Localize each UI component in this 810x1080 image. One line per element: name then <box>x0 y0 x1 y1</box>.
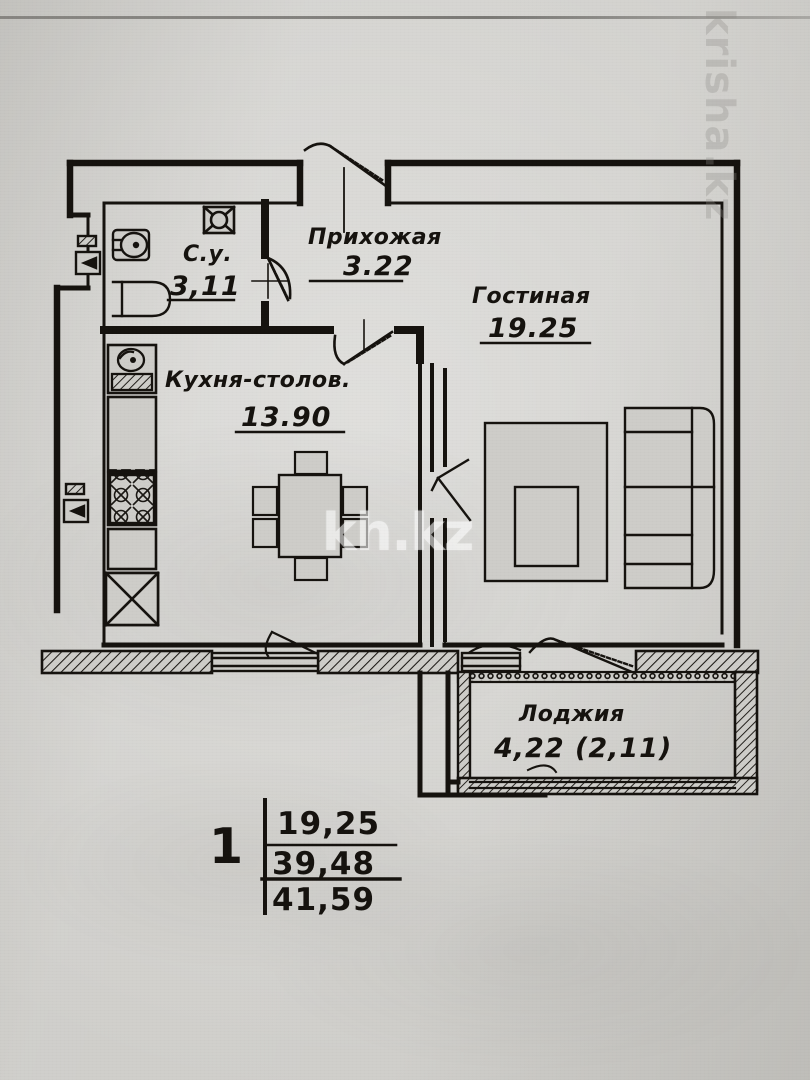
summary-table-rules <box>260 798 402 915</box>
rug <box>483 421 609 583</box>
room-label-hall: Прихожая <box>308 225 442 250</box>
summary-total-area: 39,48 <box>272 846 376 882</box>
room-area-bathroom: 3,11 <box>170 271 241 302</box>
kitchen-door <box>333 319 394 366</box>
dining-chair <box>251 450 369 582</box>
refrigerator-icon <box>104 571 160 627</box>
page-top-edge-line <box>0 16 810 19</box>
entry-door <box>303 142 388 233</box>
loggia-glazing <box>468 764 737 790</box>
window-kitchen <box>210 651 320 673</box>
room-area-hall: 3.22 <box>343 251 414 282</box>
room-label-living-room: Гостиная <box>472 284 591 309</box>
wall-balcony-shaft <box>417 670 548 798</box>
partition-kitchen-living <box>418 363 434 647</box>
room-label-kitchen: Кухня-столов. <box>165 368 351 393</box>
kitchen-sink-icon <box>110 347 154 392</box>
dining-table <box>277 473 343 559</box>
sofa <box>623 406 716 590</box>
room-label-bathroom: С.у. <box>183 242 233 267</box>
room-area-kitchen: 13.90 <box>241 402 332 433</box>
room-area-living-room: 19.25 <box>488 313 579 344</box>
bottom-exterior-wall-hatched <box>40 649 760 675</box>
toilet-icon <box>111 280 172 318</box>
electrical-panel-icon <box>74 234 102 276</box>
electrical-panel-icon-2 <box>62 482 90 524</box>
bathroom-door <box>251 256 292 302</box>
cooktop-icon <box>108 473 156 525</box>
summary-total-with-loggia: 41,59 <box>272 882 376 918</box>
summary-living-area: 19,25 <box>277 806 381 842</box>
room-area-loggia: 4,22 (2,11) <box>494 733 673 764</box>
rooms-count-badge: 1 <box>209 818 244 875</box>
room-label-loggia: Лоджия <box>519 702 625 727</box>
ventilation-shaft-icon <box>202 205 236 235</box>
sliding-door-leaf <box>430 458 472 522</box>
loggia-door-left <box>460 643 522 673</box>
area-underlines <box>166 279 592 434</box>
exterior-wall-outline <box>53 159 741 649</box>
wash-basin-icon <box>111 228 151 262</box>
